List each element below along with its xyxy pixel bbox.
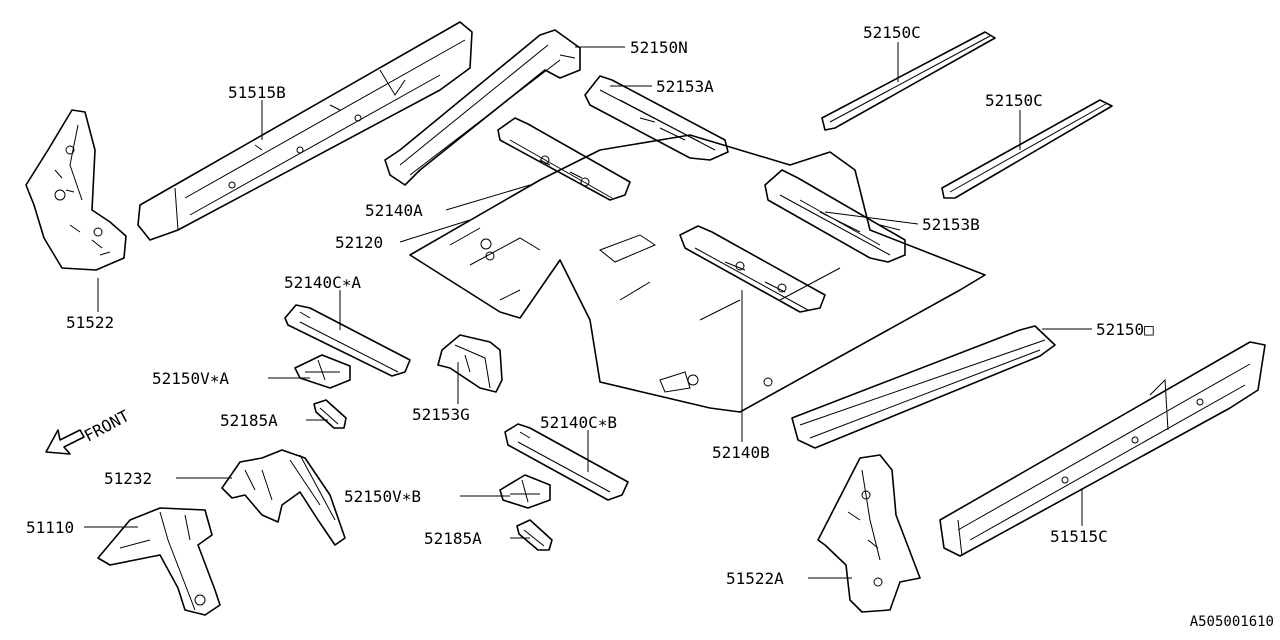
part-51522A-drawing	[817, 454, 921, 613]
part-52140CB-drawing	[504, 423, 629, 501]
callout-52150C-2: 52150C	[985, 91, 1043, 110]
part-51522-drawing	[25, 109, 127, 271]
part-52150C-2-drawing	[941, 99, 1113, 199]
callout-52153A: 52153A	[656, 77, 714, 96]
part-52150VA-drawing	[294, 354, 351, 389]
part-51515B-drawing	[137, 21, 473, 241]
part-51110-drawing	[97, 507, 221, 616]
callout-52153G: 52153G	[412, 405, 470, 424]
callout-52153B: 52153B	[922, 215, 980, 234]
leader-52153B	[824, 211, 919, 225]
part-52140CA-drawing	[284, 304, 411, 377]
callout-52140CA: 52140C∗A	[284, 273, 361, 292]
callout-52120: 52120	[335, 233, 383, 252]
callout-52140CB: 52140C∗B	[540, 413, 617, 432]
callout-52150VB: 52150V∗B	[344, 487, 421, 506]
part-52153B-drawing	[764, 169, 906, 263]
part-52153G-drawing	[437, 334, 503, 393]
part-52120-drawing	[409, 134, 986, 413]
callout-51522A: 51522A	[726, 569, 784, 588]
part-52140B-drawing	[679, 225, 826, 313]
callout-52185A-2: 52185A	[424, 529, 482, 548]
callout-52140B: 52140B	[712, 443, 770, 462]
callout-52150N: 52150N	[630, 38, 688, 57]
front-label: FRONT	[81, 406, 133, 446]
part-52150C-1-drawing	[821, 31, 996, 131]
callout-51522: 51522	[66, 313, 114, 332]
part-52150D-drawing	[791, 325, 1056, 449]
callout-51232: 51232	[104, 469, 152, 488]
callout-52140A: 52140A	[365, 201, 423, 220]
leader-lines	[84, 42, 1092, 579]
front-arrow: FRONT	[45, 406, 133, 455]
callout-52150C-1: 52150C	[863, 23, 921, 42]
part-52150VB-drawing	[499, 474, 551, 509]
callout-52150VA: 52150V∗A	[152, 369, 229, 388]
part-51515C-drawing	[939, 341, 1266, 557]
part-52185A-2-drawing	[516, 519, 553, 551]
part-52150N-drawing	[384, 29, 581, 186]
callout-labels: 51515B 52150N 52153A 52150C 52150C 52140…	[26, 23, 1154, 588]
callout-51515B: 51515B	[228, 83, 286, 102]
front-arrow-icon	[45, 429, 85, 455]
callout-52185A-1: 52185A	[220, 411, 278, 430]
leader-52120	[399, 219, 471, 243]
part-52140A-drawing	[497, 117, 631, 201]
part-51232-drawing	[221, 449, 346, 546]
part-52185A-1-drawing	[313, 399, 347, 429]
callout-52150D: 52150□	[1096, 320, 1154, 339]
callout-51110: 51110	[26, 518, 74, 537]
callout-51515C: 51515C	[1050, 527, 1108, 546]
part-52153A-drawing	[584, 75, 729, 161]
leader-52140A	[445, 184, 531, 211]
diagram-id: A505001610	[1190, 614, 1274, 630]
